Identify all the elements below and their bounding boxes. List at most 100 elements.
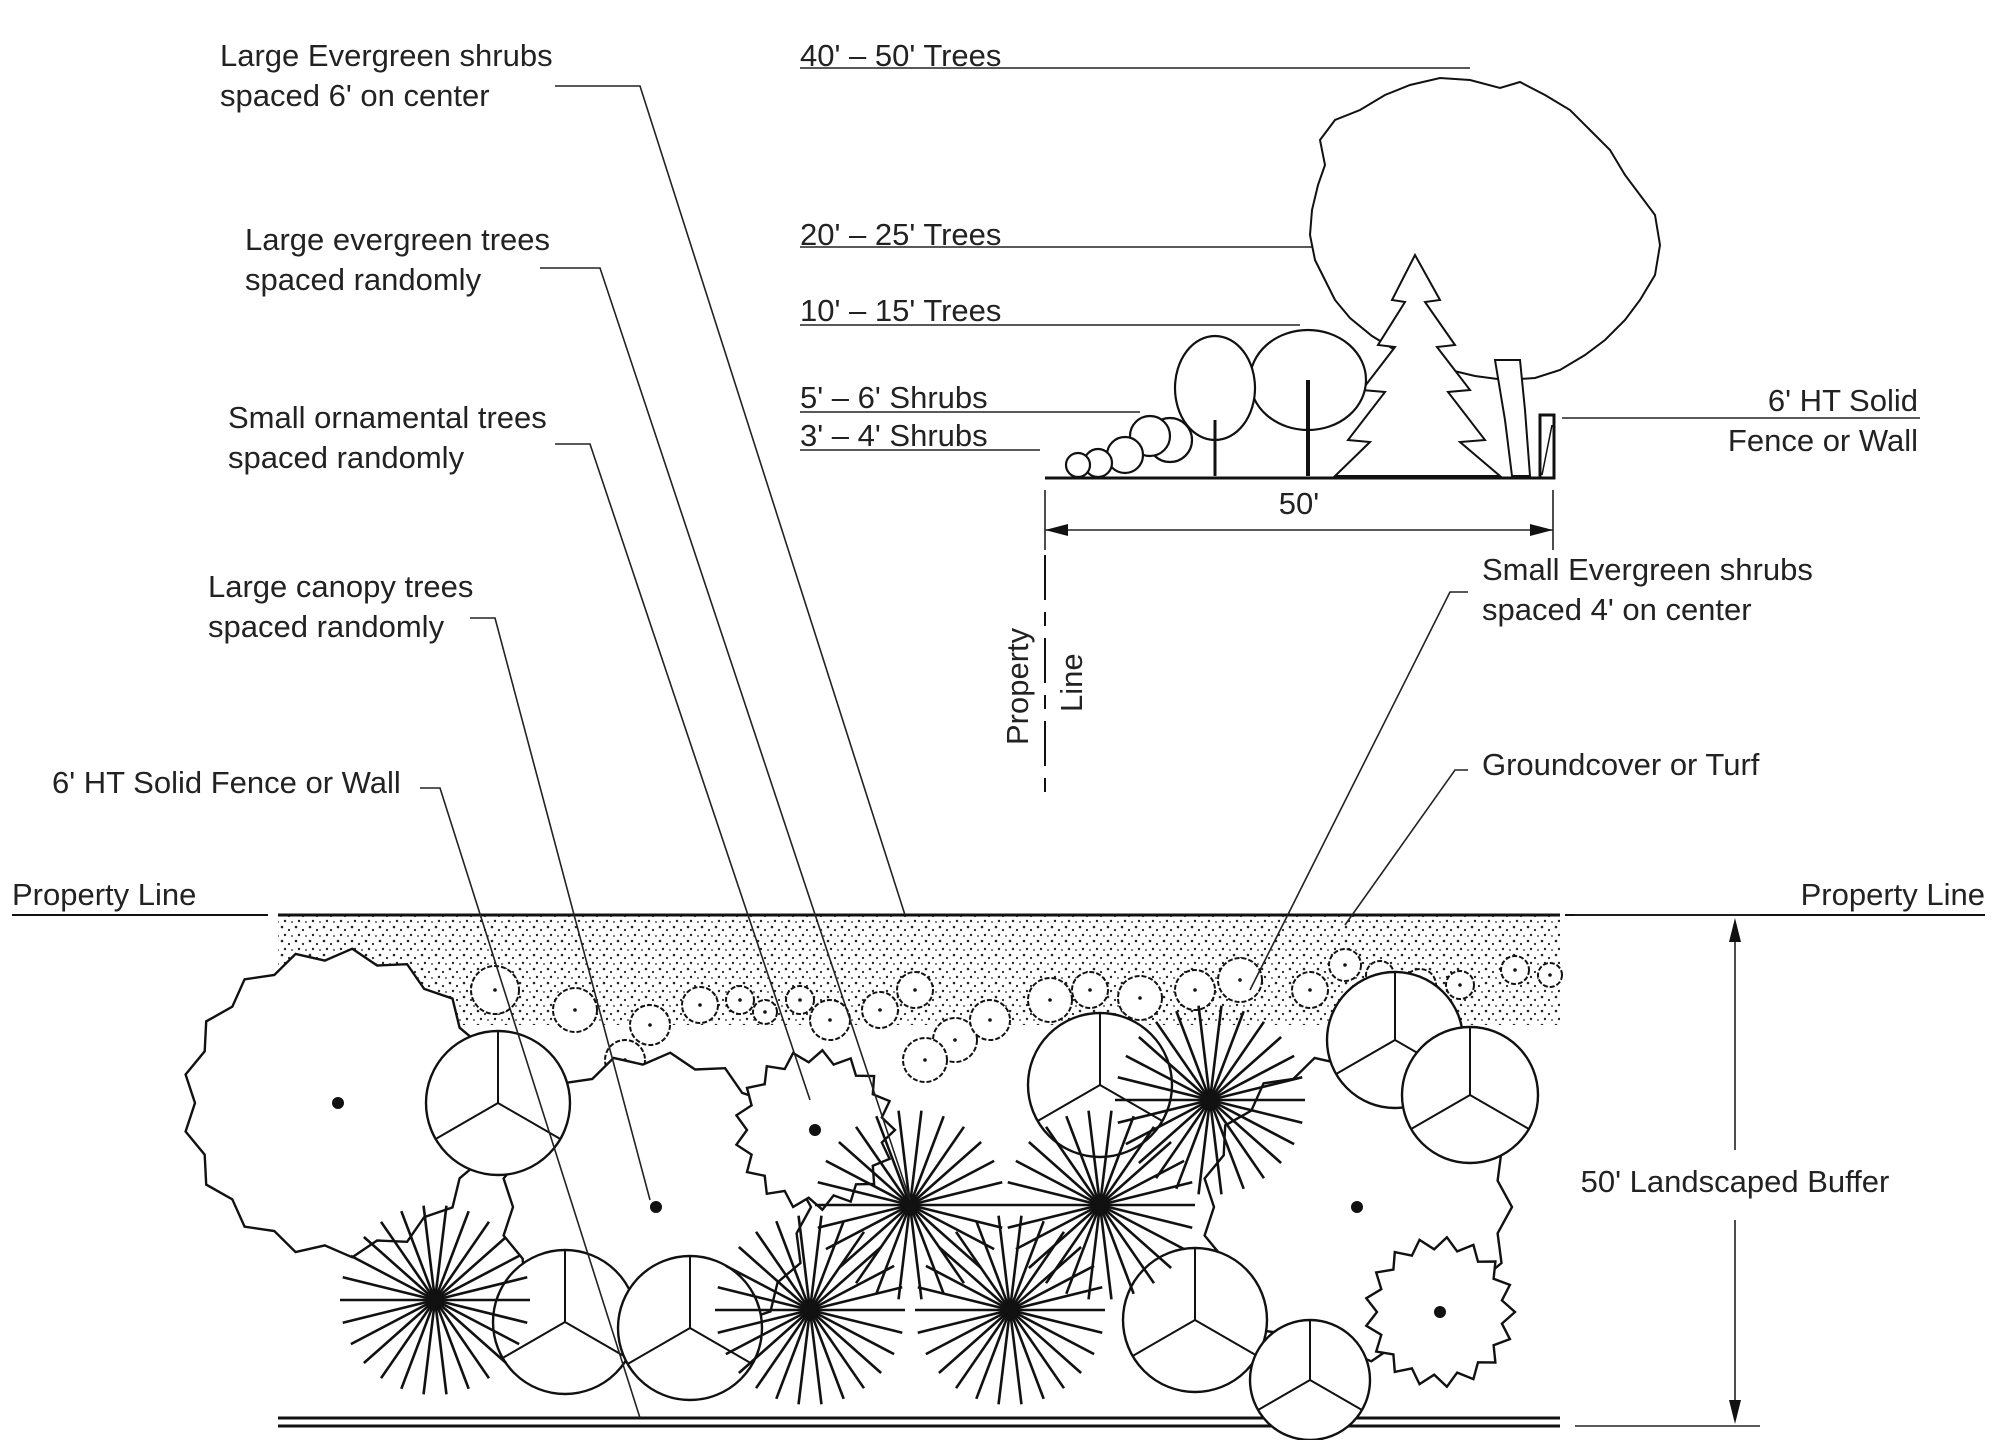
plan-view: Property Line Property Line 50' Landscap… [12,877,1985,1440]
evergreen-tree-ray [917,1308,1011,1334]
evergreen-tree-ray [1098,1204,1135,1295]
shrub-center [988,1018,992,1022]
ornamental-tree-spoke [435,1102,499,1140]
evergreen-tree-ray [825,1203,911,1251]
property-line-right-label: Property Line [1801,877,1985,912]
evergreen-tree-ray [925,1308,1011,1356]
buffer-label: 50' Landscaped Buffer [1581,1164,1890,1199]
evergreen-tree-ray [1008,1309,1066,1389]
shrub-center [1238,978,1242,982]
evergreen-tree-ray [433,1299,491,1379]
evergreen-tree-ray [422,1299,437,1395]
evergreen-tree-ray [909,1181,1003,1207]
evergreen-tree-ray [1008,1309,1023,1405]
evergreen-tree-ray [909,1204,982,1269]
evergreen-tree-ray [1208,1021,1266,1101]
evergreen-tree-ray [917,1286,1011,1312]
height-label-10-15: 10' – 15' Trees [800,293,1001,328]
buffer-arrow-top [1729,918,1741,942]
evergreen-tree-ray [875,1204,912,1295]
ornamental-tree-spoke [502,1321,566,1359]
evergreen-tree-ray [908,1110,923,1206]
evergreen-tree-ray [1175,1010,1212,1101]
height-label-40-50: 40' – 50' Trees [800,38,1001,73]
evergreen-tree-ray [754,1231,812,1311]
evergreen-tree-ray [725,1264,811,1312]
evergreen-tree-ray [1008,1220,1045,1311]
evergreen-tree-ray [1009,1286,1103,1312]
evergreen-tree-ray [433,1299,470,1390]
shrub-center [1308,988,1312,992]
evergreen-tree-ray [1099,1141,1172,1206]
canopy-tree-center [809,1124,821,1136]
evergreen-tree-ray [808,1215,823,1311]
evergreen-tree-ray [954,1309,1012,1389]
evergreen-tree-ray [754,1309,812,1389]
callout-ornamental-trees-2: spaced randomly [228,440,465,475]
evergreen-tree-ray [809,1309,882,1374]
evergreen-tree-ray [1209,1054,1295,1102]
evergreen-tree-ray [717,1308,811,1334]
ornamental-tree-spoke [1132,1319,1196,1357]
shrub-center [913,988,917,992]
evergreen-tree-ray [897,1204,912,1300]
evergreen-tree-ray [938,1309,1011,1374]
evergreen-tree-ray [1154,1021,1212,1101]
evergreen-tree-ray [1008,1215,1023,1311]
ornamental-tree-spoke [627,1327,691,1365]
evergreen-tree-ray [808,1309,866,1389]
evergreen-tree-ray [433,1221,491,1301]
leader-large-evergreen-shrubs [555,85,906,916]
ornamental-tree-spoke [564,1321,628,1359]
evergreen-tree-ray [1209,1098,1295,1146]
evergreen-tree-ray [1138,1036,1211,1101]
buffer-arrow-bottom [1729,1400,1741,1424]
shrub-center [828,1018,832,1022]
ornamental-tree-spoke [1469,1094,1530,1130]
shrub-center [738,998,742,1002]
plant-symbols [184,947,1563,1440]
evergreen-tree-ray [342,1276,436,1302]
evergreen-tree-ray [379,1299,437,1379]
evergreen-tree-ray [1009,1264,1095,1312]
evergreen-tree-ray [1009,1308,1095,1356]
evergreen-tree-ray [342,1298,436,1324]
evergreen-tree-ray [809,1246,882,1311]
callout-large-evergreen-shrubs-2: spaced 6' on center [220,78,490,113]
callout-large-evergreen-shrubs-1: Large Evergreen shrubs [220,38,553,73]
evergreen-tree-ray [1099,1204,1172,1269]
evergreen-tree-ray [1098,1115,1135,1206]
evergreen-tree-ray [1009,1309,1082,1374]
evergreen-tree-ray [433,1299,448,1395]
shrub-center [573,1008,577,1012]
evergreen-tree-ray [434,1298,520,1346]
evergreen-tree-ray [1208,1010,1245,1101]
callout-large-evergreen-trees-1: Large evergreen trees [245,222,550,257]
evergreen-tree-ray [1007,1181,1101,1207]
evergreen-tree-ray [908,1204,945,1295]
callout-small-evergreen-shrubs-1: Small Evergreen shrubs [1482,552,1813,587]
canopy-tree-center [1434,1306,1446,1318]
evergreen-tree-ray [400,1299,437,1390]
callouts: Large Evergreen shrubs spaced 6' on cent… [52,38,1813,1419]
evergreen-tree-ray [717,1286,811,1312]
evergreen-tree-ray [809,1308,903,1334]
section-view: 40' – 50' Trees 20' – 25' Trees 10' – 15… [800,38,1920,795]
evergreen-tree-ray [1117,1098,1211,1124]
evergreen-tree-ray [1099,1203,1193,1229]
property-line-left-label: Property Line [12,877,196,912]
evergreen-tree-ray [1208,1099,1266,1179]
shrub-center [1088,988,1092,992]
evergreen-tree-ray [997,1215,1012,1311]
section-fence-hatch [1541,424,1553,476]
evergreen-tree-ray [363,1299,436,1364]
evergreen-tree-ray [854,1204,912,1284]
shrub-center [953,1038,957,1042]
section-property-label-1: Property [1000,627,1035,745]
evergreen-tree-ray [1208,1099,1223,1195]
leader-ornamental-trees [555,443,811,1101]
evergreen-tree-ray [797,1215,812,1311]
section-large-tree-trunk [1493,359,1532,477]
